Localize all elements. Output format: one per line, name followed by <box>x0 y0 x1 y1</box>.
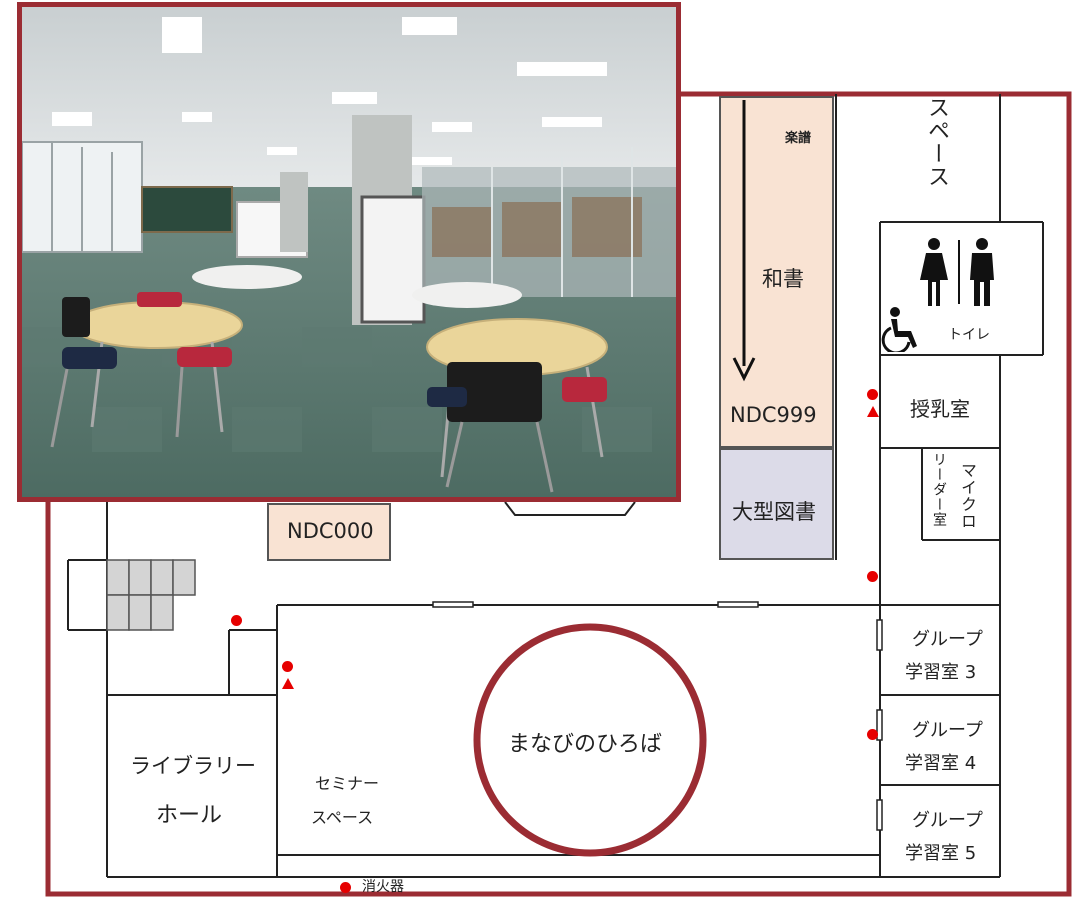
fire-extinguisher-dot <box>340 882 351 893</box>
restroom-icon <box>920 238 994 306</box>
group5-label-a: グループ <box>912 810 983 831</box>
emergency-triangle <box>282 678 294 689</box>
stairs <box>106 559 196 631</box>
toilet-label: トイレ <box>948 327 990 343</box>
gakufu-label: 楽譜 <box>785 131 812 146</box>
seminar-label-a: セミナー <box>315 774 380 793</box>
group4-label-a: グループ <box>912 720 983 741</box>
space-top-label: スペース <box>924 96 949 188</box>
oogata-label: 大型図書 <box>732 500 816 524</box>
room-photo <box>17 2 681 502</box>
seminar-label-b: スペース <box>311 808 374 827</box>
wheelchair-icon <box>881 307 917 352</box>
oogata-shelf <box>719 448 834 560</box>
group3-label-b: 学習室 3 <box>905 662 977 683</box>
library-hall-label-b: ホール <box>156 803 223 828</box>
fire-extinguisher-dot <box>867 389 878 400</box>
library-hall-label-a: ライブラリー <box>130 754 256 778</box>
ndc000-label: NDC000 <box>287 519 374 543</box>
junyu-label: 授乳室 <box>910 397 970 421</box>
group4-label-b: 学習室 4 <box>905 753 977 774</box>
fire-extinguisher-dot <box>231 615 242 626</box>
emergency-triangle <box>867 406 879 417</box>
manabi-circle <box>473 623 707 857</box>
washo-shelf <box>719 96 834 448</box>
room-photo-illustration <box>22 7 676 497</box>
washo-label: 和書 <box>762 267 804 291</box>
micro-label-b: リーダー室 <box>931 452 947 527</box>
manabi-label: まなびのひろば <box>508 732 663 757</box>
fire-extinguisher-dot <box>867 729 878 740</box>
group3-label-a: グループ <box>912 629 983 650</box>
arrow-down-icon <box>732 100 756 382</box>
ndc000-shelf <box>267 503 391 561</box>
fire-extinguisher-dot <box>867 571 878 582</box>
micro-label-a: マイクロ <box>958 462 977 530</box>
ndc999-label: NDC999 <box>730 403 817 427</box>
extinguisher-label: 消火器 <box>362 879 404 895</box>
group5-label-b: 学習室 5 <box>905 843 977 864</box>
fire-extinguisher-dot <box>282 661 293 672</box>
walls <box>67 94 1044 878</box>
